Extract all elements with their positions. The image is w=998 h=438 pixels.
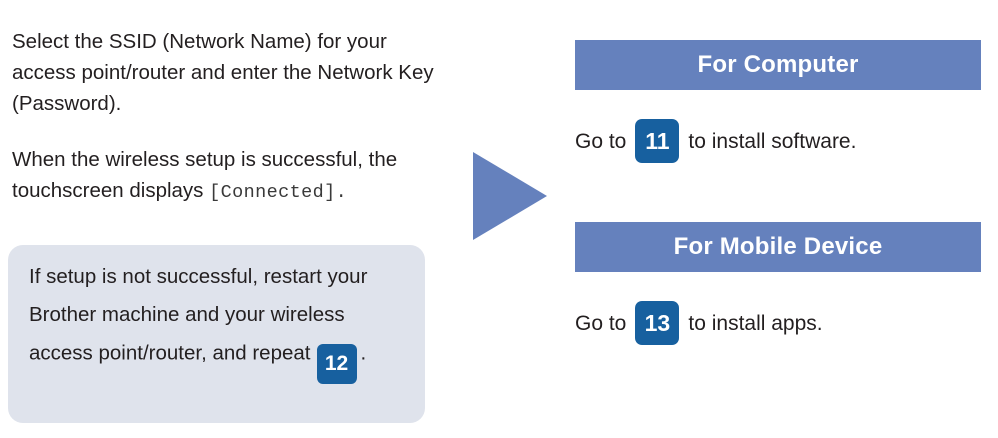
step-badge-11[interactable]: 11 [635, 119, 680, 163]
instruction-paragraph-success: When the wireless setup is successful, t… [12, 144, 442, 208]
panel-body-for-mobile-device: Go to 13 to install apps. [575, 301, 981, 345]
panel-header-for-mobile-device: For Mobile Device [575, 222, 981, 272]
left-instruction-column: Select the SSID (Network Name) for your … [0, 0, 460, 438]
step-badge-13[interactable]: 13 [635, 301, 680, 345]
install-software-label: to install software. [688, 129, 857, 153]
right-destination-column: For Computer Go to 11 to install softwar… [575, 0, 981, 438]
goto-label-computer: Go to [575, 129, 627, 153]
note-text-post: . [360, 341, 367, 365]
step-badge-12[interactable]: 12 [316, 344, 357, 384]
panel-for-mobile-device: For Mobile Device Go to 13 to install ap… [575, 222, 981, 345]
panel-header-for-computer: For Computer [575, 40, 981, 90]
note-text-pre: If setup is not successful, restart your… [29, 265, 368, 365]
success-text-pre: When the wireless setup is successful, t… [12, 147, 398, 202]
panel-body-for-computer: Go to 11 to install software. [575, 119, 981, 163]
success-text-post: . [335, 181, 348, 203]
troubleshooting-note-text: If setup is not successful, restart your… [29, 258, 404, 384]
connected-status-token: [Connected] [209, 181, 336, 203]
instruction-paragraph-ssid: Select the SSID (Network Name) for your … [12, 29, 434, 115]
goto-label-mobile: Go to [575, 311, 627, 335]
panel-for-computer: For Computer Go to 11 to install softwar… [575, 40, 981, 163]
install-apps-label: to install apps. [688, 311, 823, 335]
triangle-right-icon [473, 152, 547, 240]
troubleshooting-note-box: If setup is not successful, restart your… [8, 245, 425, 423]
